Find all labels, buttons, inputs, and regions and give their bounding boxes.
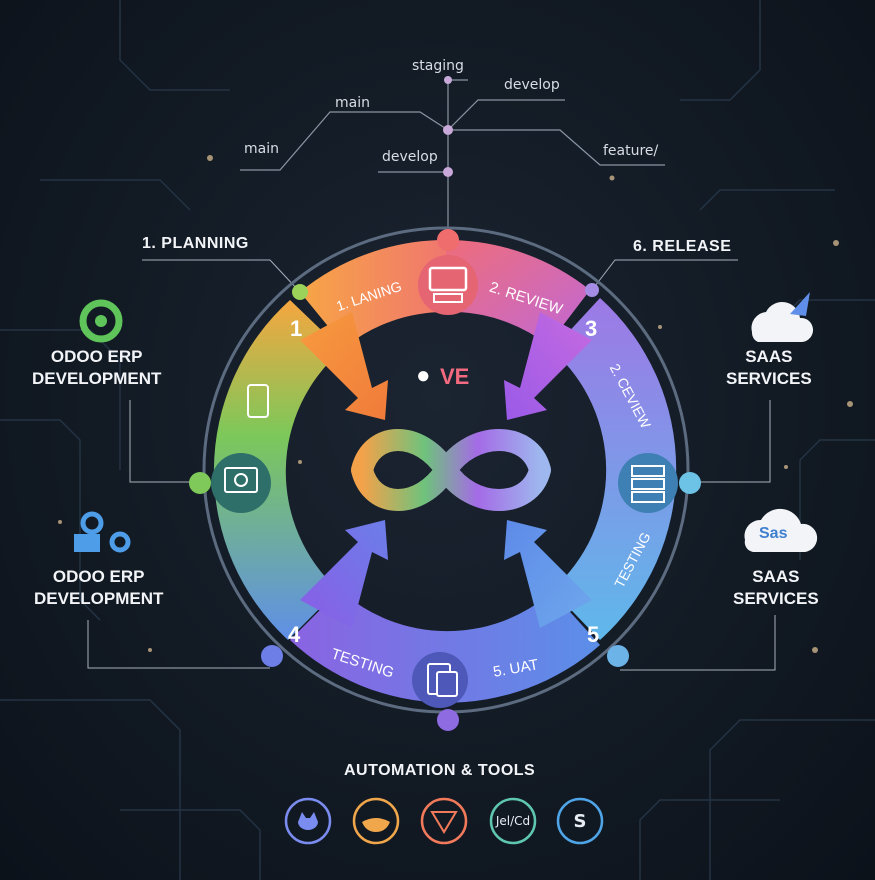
ring-nodes [189, 229, 701, 731]
planning-heading: 1. PLANNING [142, 235, 249, 252]
cloud-sas-icon [744, 508, 818, 552]
odoo-erp-label-top: ODOO ERP DEVELOPMENT [32, 347, 162, 388]
step-number-5: 5 [587, 622, 600, 647]
branch-label-develop-center: develop [382, 149, 438, 165]
branch-label-main: main [335, 95, 370, 111]
odoo-logo-icon [79, 299, 123, 343]
segment-right [552, 298, 677, 640]
jenkins-icon[interactable]: Jel/Cd [491, 799, 535, 843]
center-logo-text: VE [440, 364, 470, 389]
apple-logo-icon: ● [416, 362, 431, 389]
gitlab-icon[interactable] [422, 799, 466, 843]
segment-left [213, 300, 342, 640]
arrow-bottom-left [300, 520, 388, 628]
branch-label-main-left: main [244, 141, 279, 157]
branch-lines [240, 79, 665, 236]
branch-nodes [443, 76, 453, 177]
docker-icon[interactable] [354, 799, 398, 843]
segment-planning [300, 239, 446, 347]
step-number-3: 3 [585, 316, 598, 341]
branch-label-develop: develop [504, 77, 560, 93]
github-icon[interactable] [286, 799, 330, 843]
saas-label-top: SAAS SERVICES [726, 347, 812, 388]
branch-label-feature: feature/ [603, 143, 659, 159]
odoo-erp-label-bottom: ODOO ERP DEVELOPMENT [34, 567, 164, 608]
branch-label-staging: staging [412, 58, 464, 74]
jenkins-text: Jel/Cd [495, 814, 531, 828]
saas-label-bottom: SAAS SERVICES [733, 567, 819, 608]
automation-title: AUTOMATION & TOOLS [344, 762, 536, 779]
tool-rings [284, 797, 604, 845]
segment-review [446, 239, 590, 345]
arrow-top-left [300, 312, 388, 420]
arrow-top-right [504, 312, 592, 420]
connector-lines [87, 259, 776, 671]
slack-text: S [573, 810, 587, 832]
step-number-1: 1 [290, 316, 303, 341]
arrow-bottom-right [504, 520, 592, 628]
segment-icons [211, 255, 678, 708]
gears-icon [74, 511, 131, 553]
cloud-rocket-icon [751, 292, 814, 342]
infinity-symbol [351, 429, 551, 511]
tool-glyphs [298, 811, 458, 834]
step-number-4: 4 [288, 622, 301, 647]
slack-icon[interactable]: S [558, 799, 602, 843]
segment-bottom [290, 590, 600, 703]
glow-dots [58, 155, 853, 653]
release-heading: 6. RELEASE [633, 238, 732, 255]
sas-badge-text: Sas [759, 525, 788, 542]
